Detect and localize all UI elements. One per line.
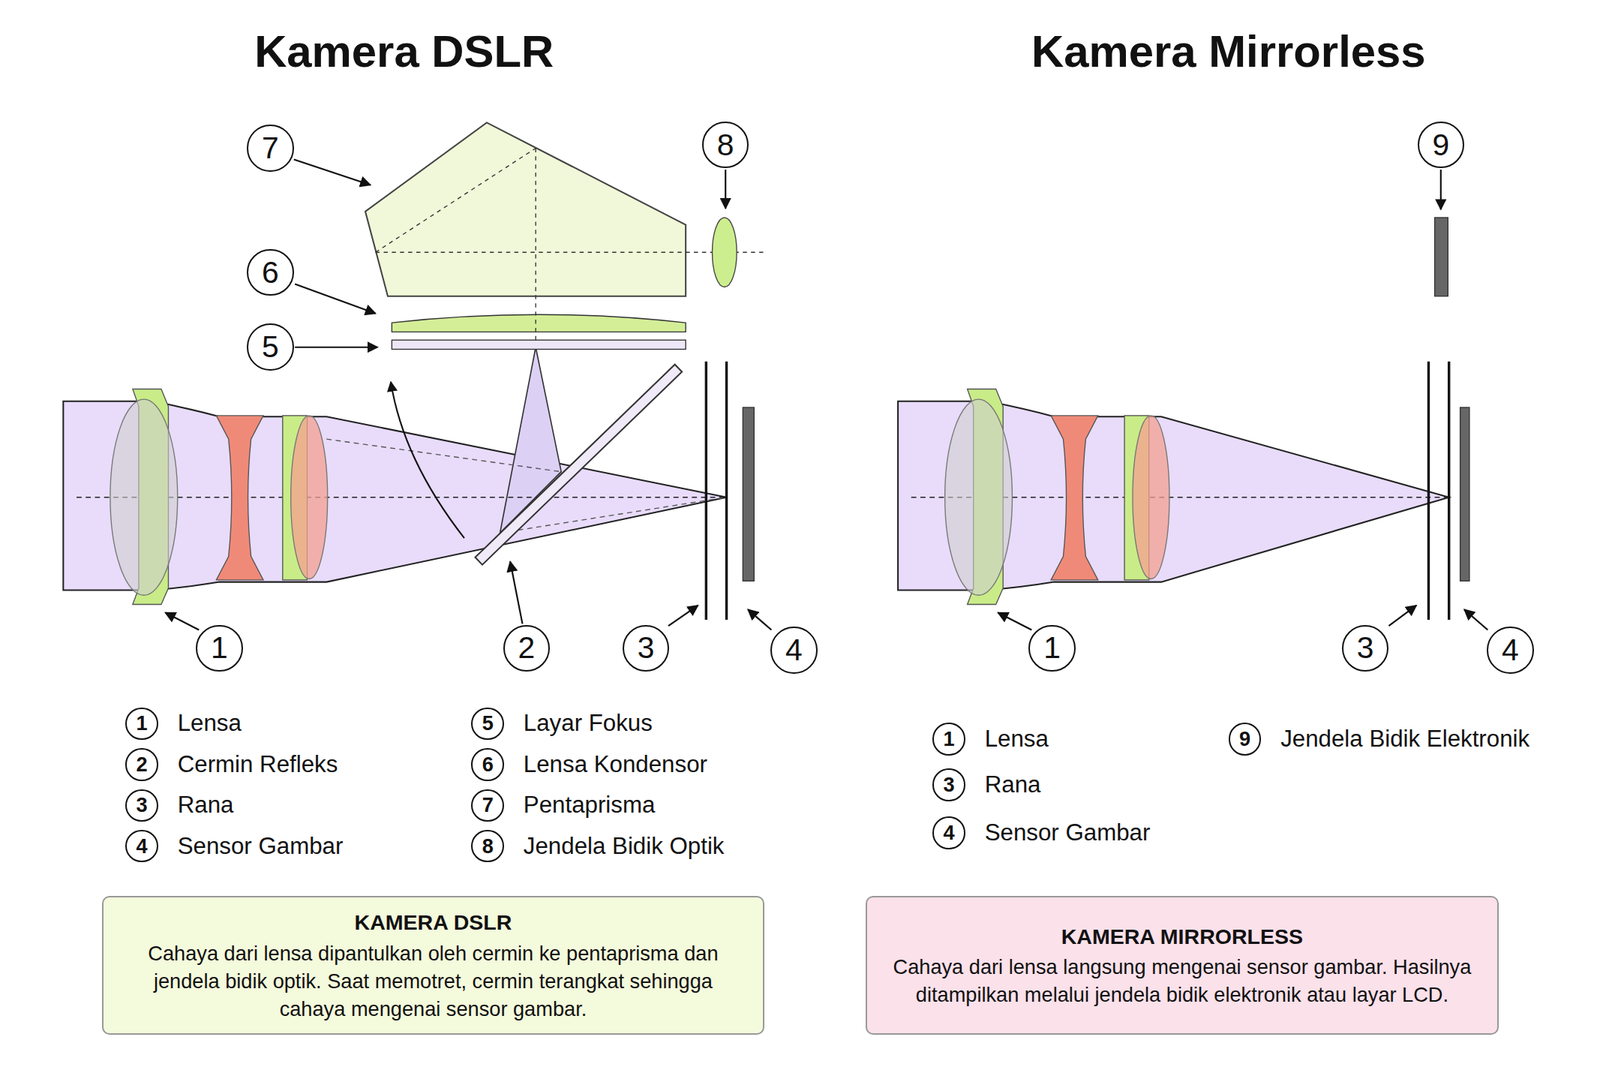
legend-text: Rana — [984, 771, 1042, 799]
legend-text: Sensor Gambar — [984, 819, 1151, 847]
legend-number: 8 — [471, 829, 505, 863]
legend-item: 5 Layar Fokus — [471, 707, 652, 741]
callout-circle: 6 — [246, 249, 295, 297]
diagram-title: Kamera Mirrorless — [1031, 25, 1426, 78]
callout-number: 1 — [1043, 630, 1061, 666]
legend-number: 3 — [125, 789, 159, 823]
callout-circle: 9 — [1417, 121, 1465, 169]
legend-text: Layar Fokus — [523, 709, 653, 737]
callout-circle: 1 — [195, 624, 244, 673]
box-heading: KAMERA MIRRORLESS — [1061, 921, 1303, 952]
legend-text: Lensa — [984, 725, 1049, 753]
legend-number: 2 — [125, 747, 159, 781]
callout-number: 5 — [261, 329, 280, 365]
box-body: Cahaya dari lensa dipantulkan oleh cermi… — [126, 939, 741, 1023]
description-box: KAMERA MIRRORLESSCahaya dari lensa langs… — [865, 895, 1500, 1035]
legend-number: 9 — [1228, 722, 1262, 756]
legend-text: Rana — [177, 791, 235, 819]
legend-item: 4 Sensor Gambar — [125, 829, 343, 863]
legend-text: Jendela Bidik Elektronik — [1280, 725, 1530, 753]
callout-number: 2 — [518, 630, 536, 666]
legend-item: 2 Cermin Refleks — [125, 747, 338, 781]
description-box: KAMERA DSLRCahaya dari lensa dipantulkan… — [102, 895, 765, 1035]
legend-number: 4 — [932, 816, 966, 850]
callout-number: 3 — [637, 630, 655, 666]
legend-item: 1 Lensa — [125, 707, 242, 741]
legend-item: 7 Pentaprisma — [471, 789, 655, 823]
box-body: Cahaya dari lensa langsung mengenai sens… — [888, 953, 1475, 1009]
callout-number: 9 — [1431, 127, 1450, 163]
callout-number: 7 — [261, 130, 280, 166]
callout-circle: 3 — [1341, 624, 1390, 673]
legend-text: Jendela Bidik Optik — [523, 832, 725, 860]
callout-number: 8 — [717, 127, 735, 163]
legend-number: 3 — [932, 768, 966, 802]
mirrorless-drawing — [897, 169, 1488, 631]
callout-circle: 5 — [246, 323, 295, 371]
legend-text: Lensa — [177, 709, 242, 737]
callout-circle: 4 — [1486, 626, 1534, 674]
callout-circle: 3 — [622, 624, 670, 673]
legend-item: 9 Jendela Bidik Elektronik — [1228, 722, 1530, 756]
legend-item: 3 Rana — [932, 768, 1041, 802]
callout-number: 3 — [1356, 630, 1375, 666]
legend-number: 1 — [932, 722, 966, 756]
callout-circle: 2 — [503, 624, 551, 673]
legend-item: 3 Rana — [125, 789, 234, 823]
legend-text: Sensor Gambar — [177, 832, 344, 860]
legend-text: Pentaprisma — [523, 791, 656, 819]
legend-text: Lensa Kondensor — [523, 750, 708, 778]
callout-number: 4 — [785, 632, 803, 668]
legend-number: 1 — [125, 707, 159, 741]
dslr-drawing — [63, 122, 772, 630]
box-heading: KAMERA DSLR — [354, 907, 513, 937]
legend-item: 1 Lensa — [932, 722, 1049, 756]
legend-item: 4 Sensor Gambar — [932, 816, 1150, 850]
callout-circle: 7 — [246, 124, 295, 172]
legend-text: Cermin Refleks — [177, 750, 339, 778]
legend-number: 6 — [471, 747, 505, 781]
callout-number: 6 — [261, 255, 280, 291]
legend-number: 5 — [471, 707, 505, 741]
callout-circle: 4 — [770, 626, 818, 674]
callout-number: 1 — [210, 630, 229, 666]
legend-item: 8 Jendela Bidik Optik — [471, 829, 724, 863]
legend-number: 7 — [471, 789, 505, 823]
callout-circle: 8 — [702, 121, 750, 169]
callout-number: 4 — [1501, 632, 1519, 668]
legend-number: 4 — [125, 829, 159, 863]
legend-item: 6 Lensa Kondensor — [471, 747, 707, 781]
diagram-title: Kamera DSLR — [254, 25, 554, 78]
callout-circle: 1 — [1028, 624, 1076, 673]
